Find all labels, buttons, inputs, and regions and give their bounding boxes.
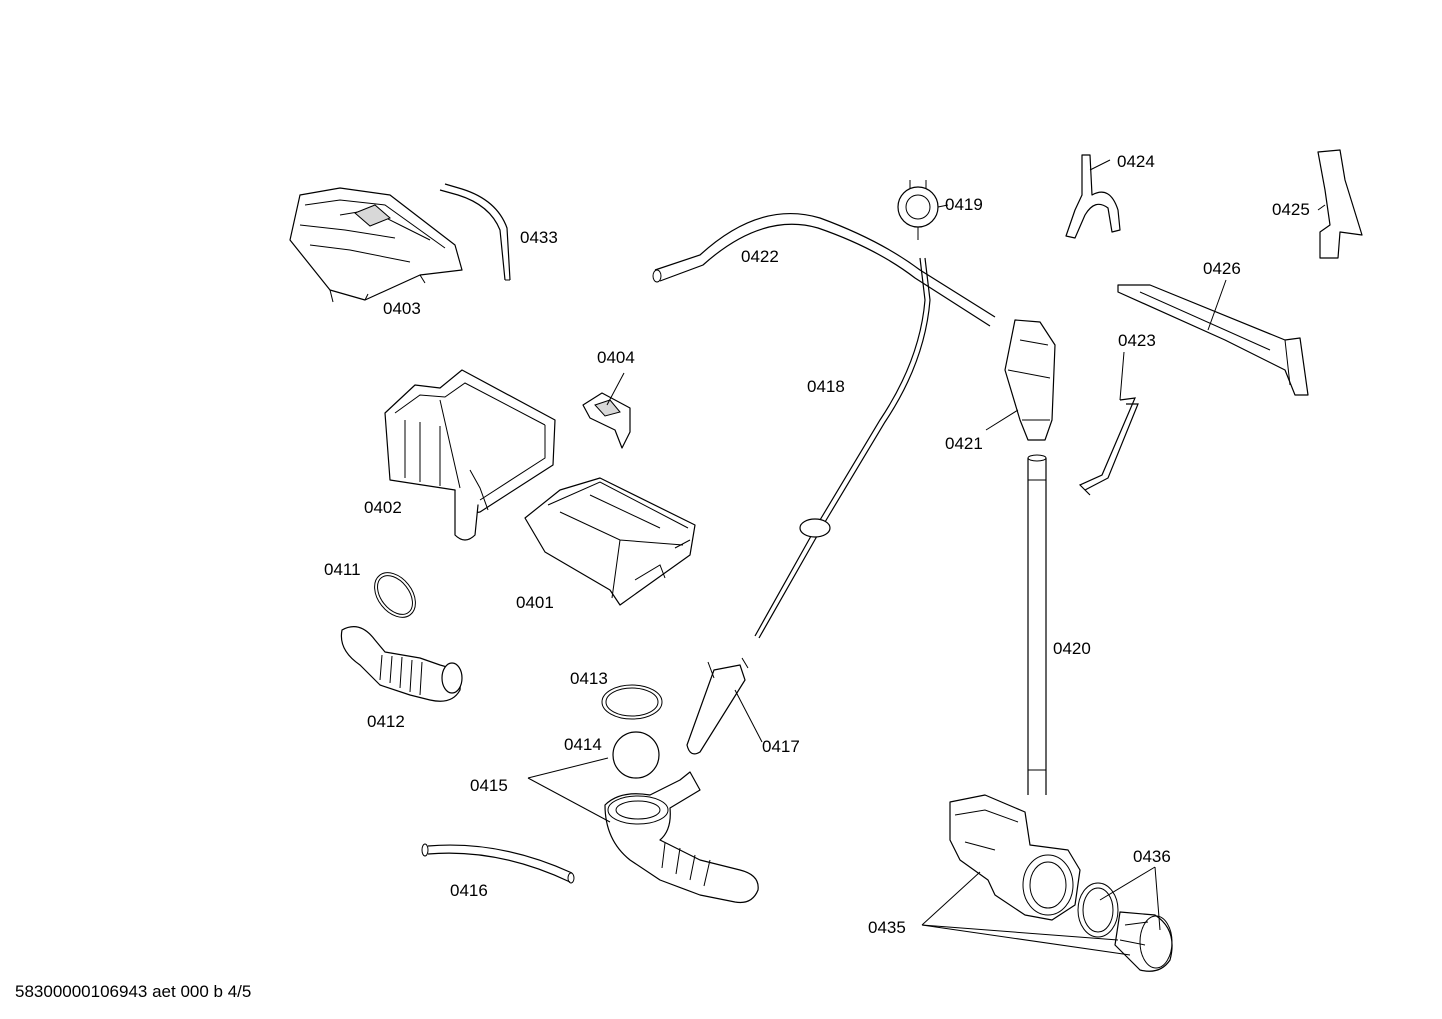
label-0411: 0411 [324, 560, 361, 579]
document-reference-footer: 58300000106943 aet 000 b 4/5 [15, 982, 251, 1001]
part-0412-drawing [340, 626, 463, 702]
label-0418: 0418 [807, 377, 845, 396]
label-0425: 0425 [1272, 200, 1310, 219]
label-0403: 0403 [383, 299, 421, 318]
part-0435-drawing [949, 794, 1081, 921]
label-0414: 0414 [564, 735, 602, 754]
label-0416: 0416 [450, 881, 488, 900]
part-0433-drawing [439, 183, 511, 281]
part-0404-drawing [582, 392, 631, 449]
label-0412: 0412 [367, 712, 405, 731]
label-0417: 0417 [762, 737, 800, 756]
label-0423: 0423 [1118, 331, 1156, 350]
part-0422-drawing [652, 212, 996, 327]
part-0424-drawing [1065, 154, 1121, 239]
label-0435: 0435 [868, 918, 906, 937]
part-0414-drawing [612, 731, 660, 779]
label-0433: 0433 [520, 228, 558, 247]
part-0418-drawing [754, 257, 931, 639]
part-0413-drawing [601, 684, 663, 720]
part-0419-drawing [897, 180, 939, 240]
label-0420: 0420 [1053, 639, 1091, 658]
part-0420-drawing [1027, 454, 1047, 795]
part-0401-drawing [524, 477, 696, 606]
label-0413: 0413 [570, 669, 608, 688]
label-0404: 0404 [597, 348, 635, 367]
part-0436-drawing [1077, 882, 1173, 972]
part-labels: 0401 0402 0403 0404 0411 0412 0413 0414 … [324, 152, 1310, 937]
part-0425-drawing [1317, 149, 1363, 259]
part-0415-drawing [604, 771, 759, 904]
part-0417-drawing [686, 657, 749, 755]
part-0426-drawing [1117, 284, 1309, 396]
label-0422: 0422 [741, 247, 779, 266]
label-0424: 0424 [1117, 152, 1155, 171]
label-0419: 0419 [945, 195, 983, 214]
part-0411-drawing [374, 572, 416, 618]
part-0402-drawing [384, 369, 556, 541]
label-0415: 0415 [470, 776, 508, 795]
part-0421-drawing [1004, 319, 1056, 441]
label-0402: 0402 [364, 498, 402, 517]
part-0416-drawing [421, 843, 575, 884]
label-0426: 0426 [1203, 259, 1241, 278]
leader-lines [527, 159, 1326, 956]
part-0423-drawing [1078, 397, 1139, 496]
label-0401: 0401 [516, 593, 554, 612]
label-0421: 0421 [945, 434, 983, 453]
label-0436: 0436 [1133, 847, 1171, 866]
part-0403-drawing [289, 187, 463, 303]
